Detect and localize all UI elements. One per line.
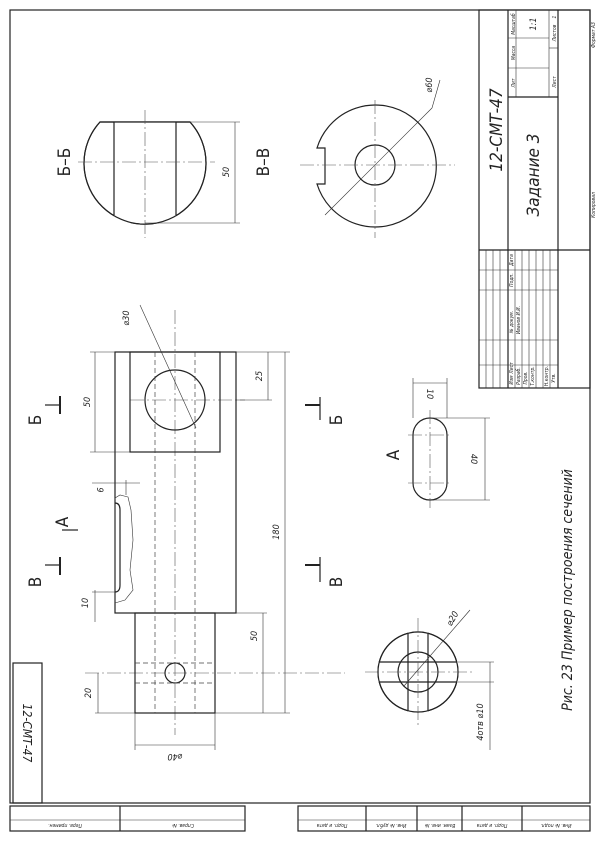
dim-20: 20	[84, 688, 94, 698]
view-a-label: А	[384, 449, 404, 460]
a-dim-40: 40	[468, 454, 478, 464]
strip-label: Подп. и дата	[476, 822, 507, 828]
drawing-frame	[9, 9, 591, 804]
main-dimensions: 50 25 180 50 20 10 9 ⌀40 ⌀30	[81, 304, 290, 761]
mark-b-left: Б	[26, 415, 46, 426]
developer-label: Разраб.	[515, 367, 522, 385]
section-vv: ⌀60 В–В	[254, 77, 455, 238]
ncontrol-label: Н.контр.	[544, 366, 550, 386]
strip-label: Подп. и дата	[316, 822, 347, 828]
copied-label: Копировал	[591, 192, 597, 218]
sheet-label: Лист	[552, 76, 558, 89]
lit-label: Лит	[511, 78, 517, 88]
drawing-title: Задание 3	[524, 133, 544, 216]
dim-10: 10	[81, 598, 91, 608]
dim-d30: ⌀30	[122, 310, 132, 325]
row-label: № докум.	[509, 311, 515, 334]
scale-value: 1:1	[529, 17, 539, 30]
section-vv-label: В–В	[254, 148, 274, 177]
sheets-value: 1	[552, 15, 558, 18]
figure-caption: Рис. 23 Пример построения сечений	[560, 469, 576, 711]
mark-a: А	[53, 516, 73, 527]
view-a: 10 40 А	[384, 378, 490, 508]
dim-180: 180	[272, 524, 282, 539]
strip-label: Инв. № подл.	[540, 822, 571, 828]
developer-name: Иванов И.И.	[516, 306, 522, 334]
dim-d20-ring: ⌀20	[445, 610, 461, 628]
dim-9: 9	[94, 487, 104, 492]
row-label: Дата	[509, 254, 515, 267]
sheets-label: Листов	[552, 24, 558, 42]
strip-label: Взам. инв. №	[424, 822, 455, 828]
strip-label: Инв. № дубл.	[376, 822, 407, 829]
title-block: 12-СМТ-47 Задание 3 Лит Масса Масштаб 1:…	[478, 9, 591, 389]
row-label: Подп.	[509, 273, 515, 287]
mass-label: Масса	[511, 46, 517, 61]
dim-holes: 4отв ⌀10	[476, 703, 486, 740]
dim-50-shaft: 50	[250, 631, 260, 641]
dim-d40: ⌀40	[167, 751, 182, 761]
bb-dim-50: 50	[222, 167, 232, 177]
stamp-designation: 12-СМТ-47	[20, 704, 34, 763]
bottom-strip: Перв. примен. Справ. № Подп. и дата Инв.…	[9, 805, 591, 832]
row-label: Лист	[509, 362, 515, 375]
format-label: Формат А3	[591, 22, 597, 48]
checker-label: Пров.	[523, 371, 529, 384]
strip-label: Справ. №	[172, 822, 194, 828]
approved-label: Утв.	[551, 373, 557, 382]
mark-b-right: Б	[327, 415, 347, 426]
row-label: Изм	[509, 375, 515, 385]
tcontrol-label: Т.контр.	[530, 366, 536, 386]
dim-d60: ⌀60	[425, 77, 435, 92]
scale-label: Масштаб	[510, 13, 517, 35]
mark-v-right: В	[327, 577, 347, 588]
ring-section: ⌀20 4отв ⌀10	[365, 609, 494, 750]
stamp-box	[12, 662, 43, 804]
dim-50-top: 50	[83, 397, 93, 407]
section-bb: 50 Б–Б	[55, 110, 240, 238]
section-bb-label: Б–Б	[55, 148, 75, 177]
a-dim-10: 10	[424, 389, 434, 399]
main-view	[85, 310, 345, 735]
strip-label: Перв. примен.	[48, 822, 82, 828]
mark-v-left: В	[26, 577, 46, 588]
designation: 12-СМТ-47	[487, 88, 507, 171]
section-marks: Б Б В В А	[26, 396, 347, 587]
dim-25: 25	[255, 371, 265, 381]
